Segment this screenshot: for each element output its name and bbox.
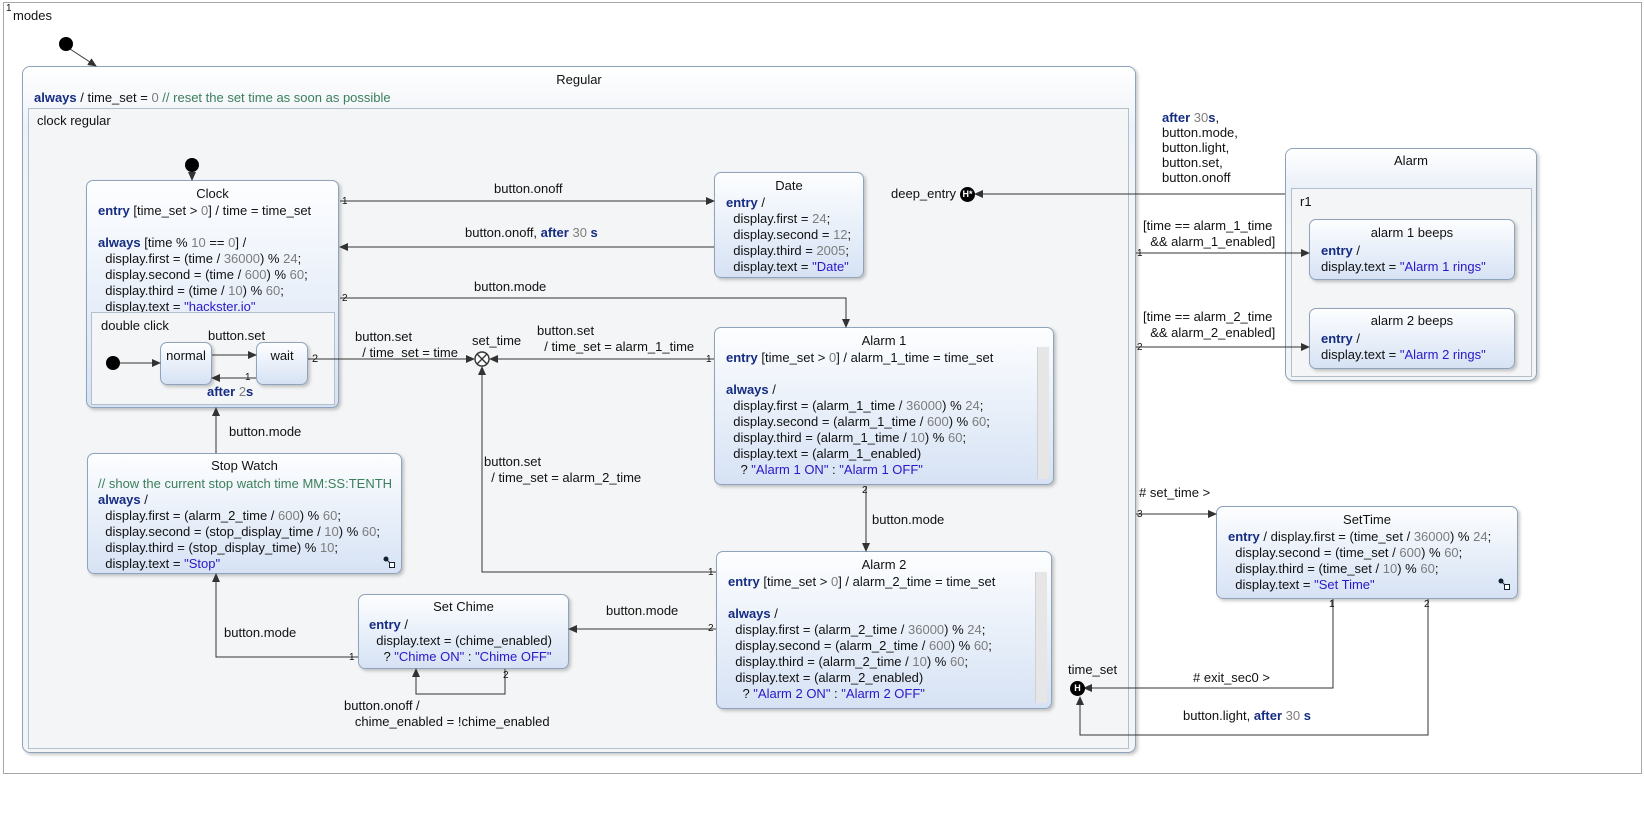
root-name: modes — [13, 8, 53, 23]
transition-label-dc-after: after 2s — [207, 384, 254, 399]
transition-initial-regular — [69, 48, 97, 67]
region-r1-name: r1 — [1300, 194, 1312, 209]
region-double-click-name: double click — [101, 318, 169, 333]
transition-label-alarm2-guard: [time == alarm_2_time && alarm_2_enabled… — [1143, 309, 1276, 340]
transition-setchime-self — [412, 668, 506, 695]
transition-label-alarm1-set: button.set / time_set = alarm_1_time — [537, 323, 695, 354]
transition-label-alarm2-setchime: button.mode — [606, 603, 679, 618]
state-settime[interactable] — [1216, 506, 1518, 599]
transition-label-alarm2-set: button.set / time_set = alarm_2_time — [484, 454, 642, 485]
state-stop-watch-actions: // show the current stop watch time MM:S… — [98, 476, 393, 571]
choice-set-time — [474, 351, 490, 367]
state-alarm-1-actions: entry [time_set > 0] / alarm_1_time = ti… — [726, 350, 994, 477]
priority-alarm1-mode: 2 — [862, 485, 868, 496]
priority-chime-self: 2 — [503, 670, 509, 681]
state-date-title: Date — [775, 178, 803, 193]
priority-clock-mode: 2 — [342, 293, 348, 304]
state-alarm-2[interactable] — [716, 551, 1052, 709]
state-set-chime-actions: entry / display.text = (chime_enabled) ?… — [369, 617, 552, 664]
initial-clock-regular — [185, 158, 199, 172]
state-normal-title: normal — [166, 348, 206, 363]
stop-watch-subdiagram-icon — [383, 556, 395, 568]
shallow-history-icon: H — [1070, 681, 1085, 696]
transition-label-clock-set: button.set / time_set = time — [355, 329, 458, 360]
state-alarm-1-title: Alarm 1 — [861, 333, 907, 348]
state-clock-actions: entry [time_set > 0] / time = time_set ​… — [98, 203, 312, 314]
transition-setchime-stopwatch — [212, 573, 358, 658]
transition-clock-alarm1 — [340, 297, 850, 328]
state-set-chime-title: Set Chime — [433, 599, 494, 614]
state-stop-watch[interactable] — [87, 453, 402, 574]
transition-label-setchime-self: button.onoff / chime_enabled = !chime_en… — [344, 698, 550, 729]
alarm-2-scrollbar[interactable] — [1035, 572, 1047, 703]
state-set-chime[interactable] — [358, 594, 569, 669]
transition-label-alarm1-alarm2: button.mode — [872, 512, 945, 527]
state-wait-title: wait — [270, 348, 294, 363]
transition-label-light-after: button.light, after 30 s — [1183, 708, 1311, 723]
state-alarm-title: Alarm — [1394, 153, 1428, 168]
label-time-set-entry: time_set — [1068, 662, 1118, 677]
state-alarm-1[interactable] — [714, 327, 1054, 485]
state-regular-action: always / time_set = 0 // reset the set t… — [34, 90, 391, 105]
state-alarm-1-beeps-actions: entry / display.text = "Alarm 1 rings" — [1321, 243, 1486, 274]
initial-root — [59, 37, 73, 51]
transition-label-alarm1-guard: [time == alarm_1_time && alarm_1_enabled… — [1143, 218, 1276, 249]
state-alarm-1-beeps[interactable] — [1309, 219, 1515, 280]
state-alarm-2-beeps-title: alarm 2 beeps — [1370, 313, 1454, 328]
state-alarm-2-beeps[interactable] — [1309, 308, 1515, 369]
priority-regular-alarm2: 2 — [1137, 342, 1143, 353]
transition-label-clock-alarm1: button.mode — [474, 279, 547, 294]
settime-subdiagram-icon — [1498, 578, 1510, 590]
label-deep-entry: deep_entry — [891, 186, 957, 201]
region-clock-regular-name: clock regular — [37, 113, 111, 128]
alarm-1-scrollbar[interactable] — [1037, 347, 1049, 479]
root-priority: 1 — [6, 3, 12, 14]
priority-regular-alarm1: 1 — [1137, 248, 1143, 259]
state-stop-watch-title: Stop Watch — [211, 458, 278, 473]
priority-settime-light: 2 — [1424, 599, 1430, 610]
priority-regular-settime: 3 — [1137, 509, 1143, 520]
deep-history-icon: H* — [960, 187, 975, 202]
state-date-actions: entry / display.first = 24; display.seco… — [726, 195, 852, 274]
priority-alarm2-mode: 2 — [708, 623, 714, 634]
transition-label-dc-set: button.set — [208, 328, 266, 343]
priority-chime-mode: 1 — [349, 652, 355, 663]
priority-alarm1-set: 1 — [706, 354, 712, 365]
transition-settime-light — [1076, 599, 1429, 736]
transition-label-date-clock: button.onoff, after 30 s — [465, 225, 598, 240]
transition-label-set-time-trigger: # set_time > — [1139, 485, 1211, 500]
transition-label-alarm-exit: after 30s, button.mode, button.light, bu… — [1162, 110, 1238, 185]
state-settime-actions: entry / display.first = (time_set / 3600… — [1228, 529, 1492, 592]
transition-label-clock-date: button.onoff — [494, 181, 563, 196]
initial-double-click — [106, 356, 120, 370]
state-normal[interactable]: normal — [160, 342, 212, 385]
transition-settime-exit — [1083, 599, 1334, 692]
state-wait[interactable]: wait — [256, 342, 308, 385]
transition-label-setchime-stopwatch: button.mode — [224, 625, 297, 640]
priority-clock-onoff: 1 — [342, 196, 348, 207]
transition-label-stopwatch-clock: button.mode — [229, 424, 302, 439]
priority-alarm2-set: 1 — [708, 567, 714, 578]
transition-label-exit-sec0: # exit_sec0 > — [1193, 670, 1270, 685]
transition-alarm2-settime-choice — [478, 366, 716, 573]
label-set-time-choice: set_time — [472, 333, 522, 348]
state-regular-title: Regular — [556, 72, 602, 87]
state-alarm-1-beeps-title: alarm 1 beeps — [1370, 225, 1454, 240]
state-alarm-2-title: Alarm 2 — [861, 557, 907, 572]
priority-settime-exit: 1 — [1329, 599, 1335, 610]
state-settime-title: SetTime — [1343, 512, 1391, 527]
state-date[interactable] — [714, 172, 864, 278]
state-clock-title: Clock — [196, 186, 229, 201]
state-alarm-2-actions: entry [time_set > 0] / alarm_2_time = ti… — [728, 574, 996, 701]
state-alarm-2-beeps-actions: entry / display.text = "Alarm 2 rings" — [1321, 331, 1486, 362]
